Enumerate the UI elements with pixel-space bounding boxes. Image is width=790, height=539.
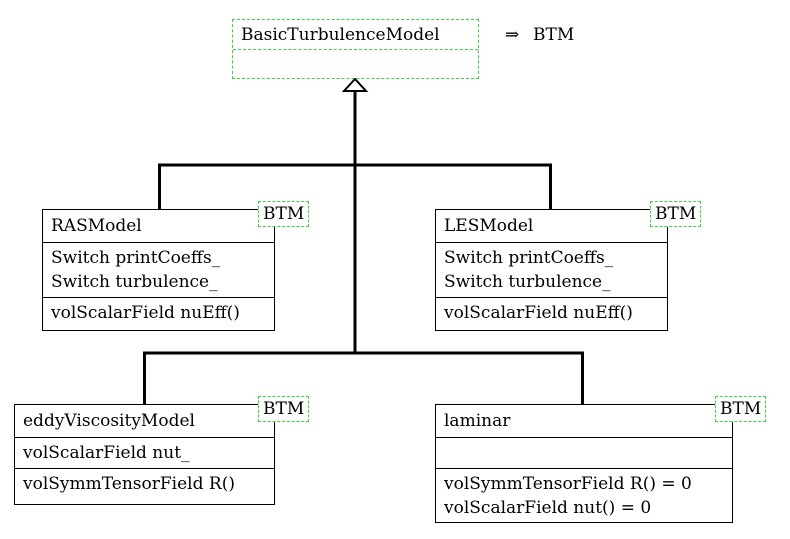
ras-model-class: RASModel Switch printCoeffs_ Switch turb…	[42, 209, 275, 331]
laminar-attributes	[436, 437, 732, 468]
ras-model-method: volScalarField nuEff()	[51, 303, 240, 323]
eddy-viscosity-model-attribute: volScalarField nut_	[23, 443, 190, 463]
les-model-methods: volScalarField nuEff()	[436, 297, 667, 328]
ras-model-methods: volScalarField nuEff()	[43, 297, 274, 328]
ras-model-name: RASModel	[51, 216, 142, 236]
eddy-viscosity-model-template-param: BTM	[258, 396, 310, 422]
ras-model-attribute: Switch printCoeffs_	[51, 248, 221, 268]
laminar-method: volScalarField nut() = 0	[444, 498, 652, 518]
basic-turbulence-model-name: BasicTurbulenceModel	[241, 25, 440, 45]
les-model-class: LESModel Switch printCoeffs_ Switch turb…	[435, 209, 668, 331]
ras-model-attributes: Switch printCoeffs_ Switch turbulence_	[43, 242, 274, 297]
generalization-arrowhead	[341, 77, 369, 92]
ras-model-attribute: Switch turbulence_	[51, 272, 218, 292]
alias-label: BTM	[533, 25, 575, 45]
eddy-viscosity-model-methods: volSymmTensorField R()	[15, 468, 274, 499]
laminar-methods: volSymmTensorField R() = 0 volScalarFiel…	[436, 468, 732, 523]
eddy-viscosity-model-method: volSymmTensorField R()	[23, 474, 235, 494]
eddy-viscosity-model-name: eddyViscosityModel	[23, 411, 195, 431]
laminar-name: laminar	[444, 411, 511, 431]
alias-arrow: ⇒	[505, 25, 520, 45]
les-model-attribute: Switch turbulence_	[444, 272, 611, 292]
laminar-class: laminar volSymmTensorField R() = 0 volSc…	[435, 404, 733, 523]
eddy-viscosity-model-attributes: volScalarField nut_	[15, 437, 274, 468]
les-model-attributes: Switch printCoeffs_ Switch turbulence_	[436, 242, 667, 297]
les-model-attribute: Switch printCoeffs_	[444, 248, 614, 268]
basic-turbulence-model-divider	[233, 49, 478, 50]
laminar-method: volSymmTensorField R() = 0	[444, 474, 692, 494]
ras-model-template-param: BTM	[258, 201, 310, 227]
basic-turbulence-model-class: BasicTurbulenceModel	[232, 19, 479, 79]
laminar-template-param: BTM	[715, 396, 767, 422]
eddy-viscosity-model-class: eddyViscosityModel volScalarField nut_ v…	[14, 404, 275, 505]
les-model-name: LESModel	[444, 216, 534, 236]
les-model-template-param: BTM	[650, 201, 702, 227]
les-model-method: volScalarField nuEff()	[444, 303, 633, 323]
